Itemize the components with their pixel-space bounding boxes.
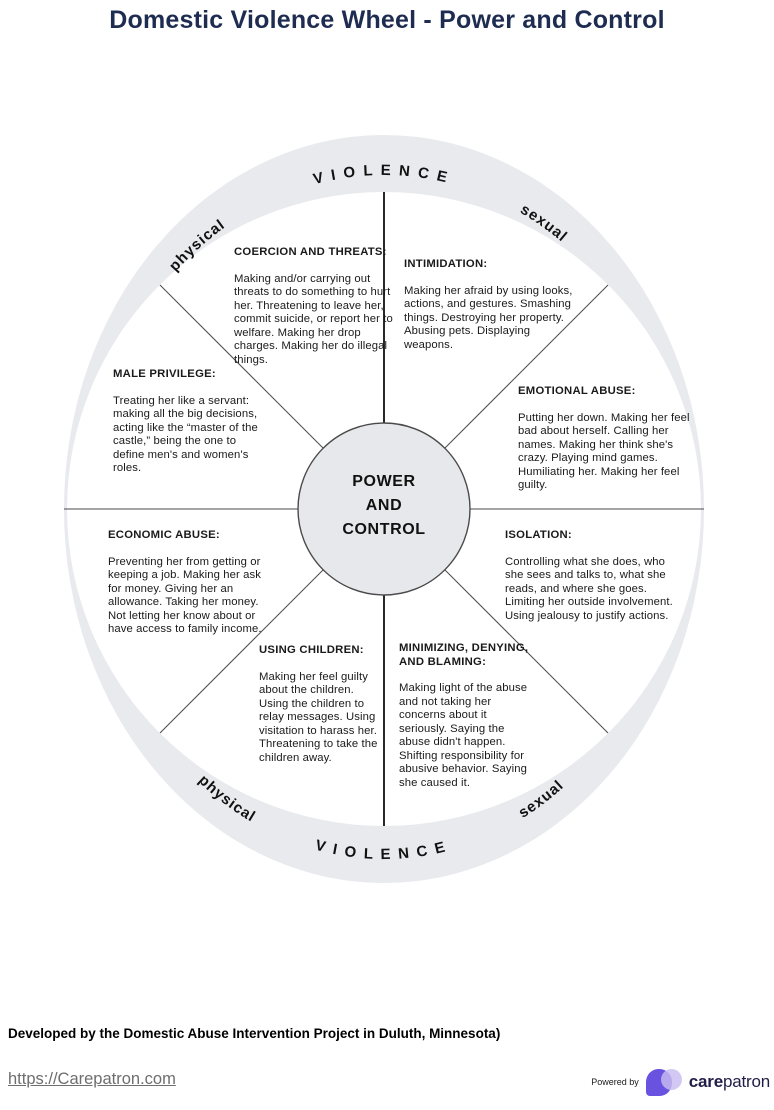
segment-body: Putting her down. Making her feel bad ab… bbox=[518, 411, 690, 492]
segment-body: Controlling what she does, who she sees … bbox=[505, 555, 673, 622]
segment-body: Preventing her from getting or keeping a… bbox=[108, 555, 262, 636]
attribution-text: Developed by the Domestic Abuse Interven… bbox=[8, 1026, 501, 1041]
spoke-diagonal-bottom-left bbox=[159, 569, 324, 734]
segment-title: ECONOMIC ABUSE: bbox=[108, 529, 220, 541]
center-label-power-and-control: POWER AND CONTROL bbox=[342, 473, 426, 538]
logo-bubble-lavender-icon bbox=[660, 1069, 682, 1090]
wordmark-care: care bbox=[688, 1072, 723, 1091]
segment-isolation: ISOLATION: Controlling what she does, wh… bbox=[505, 529, 673, 623]
segment-minimizing-denying-blaming: MINIMIZING, DENYING, AND BLAMING: Making… bbox=[399, 642, 528, 790]
segment-using-children: USING CHILDREN: Making her feel guilty a… bbox=[259, 644, 378, 765]
segment-emotional-abuse: EMOTIONAL ABUSE: Putting her down. Makin… bbox=[518, 385, 690, 493]
segment-body: Treating her like a servant: making all … bbox=[113, 394, 258, 475]
spoke-diagonal-top-left bbox=[159, 284, 324, 449]
segment-title: EMOTIONAL ABUSE: bbox=[518, 385, 636, 397]
segment-title: MALE PRIVILEGE: bbox=[113, 368, 216, 380]
carepatron-wordmark: carepatron bbox=[689, 1072, 770, 1092]
segment-body: Making light of the abuse and not taking… bbox=[399, 682, 528, 789]
carepatron-logo-icon bbox=[645, 1066, 686, 1098]
segment-title: INTIMIDATION: bbox=[404, 258, 488, 270]
segment-title: COERCION AND THREATS: bbox=[234, 246, 387, 258]
segment-body: Making and/or carrying out threats to do… bbox=[234, 272, 393, 366]
spoke-diagonal-bottom-right bbox=[444, 569, 609, 734]
segment-body: Making her afraid by using looks, action… bbox=[404, 284, 573, 351]
segment-male-privilege: MALE PRIVILEGE: Treating her like a serv… bbox=[113, 368, 258, 476]
page-title: Domestic Violence Wheel - Power and Cont… bbox=[109, 6, 665, 34]
segment-economic-abuse: ECONOMIC ABUSE: Preventing her from gett… bbox=[108, 529, 262, 637]
segment-coercion-and-threats: COERCION AND THREATS: Making and/or carr… bbox=[234, 246, 393, 367]
powered-by-badge: Powered by carepatron bbox=[591, 1064, 770, 1100]
segment-title: ISOLATION: bbox=[505, 529, 572, 541]
segment-intimidation: INTIMIDATION: Making her afraid by using… bbox=[404, 258, 572, 352]
segment-title: MINIMIZING, DENYING, AND BLAMING: bbox=[399, 642, 529, 668]
powered-by-label: Powered by bbox=[591, 1077, 639, 1087]
carepatron-link[interactable]: https://Carepatron.com bbox=[8, 1070, 176, 1088]
center-hub-circle bbox=[297, 422, 471, 596]
segment-body: Making her feel guilty about the childre… bbox=[259, 670, 378, 764]
spoke-diagonal-top-right bbox=[444, 284, 609, 449]
wordmark-patron: patron bbox=[722, 1072, 770, 1091]
segment-title: USING CHILDREN: bbox=[259, 644, 364, 656]
